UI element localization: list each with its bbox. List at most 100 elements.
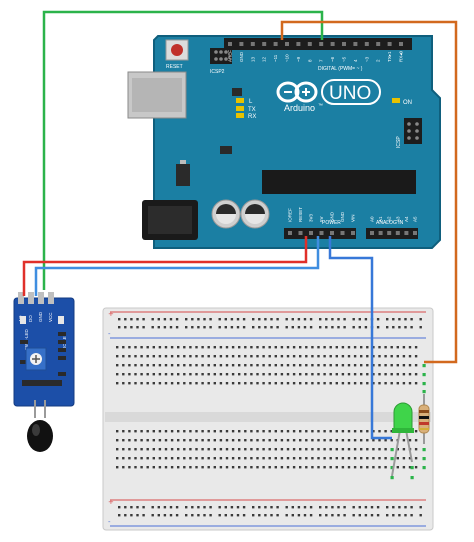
breadboard-hole	[347, 382, 351, 385]
wires	[22, 10, 458, 440]
breadboard-hole	[347, 466, 351, 469]
breadboard-hole	[372, 346, 375, 349]
breadboard-hole	[376, 514, 380, 517]
breadboard-hole	[163, 514, 167, 517]
breadboard-hole	[286, 355, 290, 358]
breadboard-hole	[175, 326, 179, 329]
breadboard-hole	[292, 448, 296, 451]
breadboard-hole	[378, 457, 381, 460]
breadboard-hole	[128, 430, 131, 433]
breadboard-hole	[323, 430, 326, 433]
breadboard-hole	[364, 514, 368, 517]
breadboard-hole	[268, 439, 271, 442]
breadboard-hole	[195, 430, 198, 433]
breadboard-hole	[195, 457, 198, 460]
breadboard-hole	[207, 355, 210, 358]
breadboard-hole	[408, 457, 412, 460]
digital-pin-label: AREF	[228, 50, 233, 62]
breadboard-hole	[252, 506, 255, 509]
breadboard-hole	[402, 448, 406, 451]
breadboard-hole	[376, 326, 380, 329]
breadboard-hole	[146, 364, 149, 367]
breadboard-hole	[231, 439, 235, 442]
breadboard-hole	[329, 382, 332, 385]
breadboard-hole	[250, 430, 253, 433]
breadboard-hole	[372, 355, 375, 358]
breadboard-hole	[134, 364, 137, 367]
breadboard-hole	[268, 373, 271, 376]
breadboard-hole	[317, 466, 320, 469]
breadboard-hole	[305, 430, 308, 433]
breadboard-hole	[170, 430, 174, 433]
breadboard-hole	[236, 506, 240, 509]
digital-pin	[342, 42, 346, 46]
breadboard-hole	[408, 466, 412, 469]
breadboard-hole	[297, 326, 301, 329]
breadboard-hole	[224, 514, 227, 517]
icsp2-header	[210, 48, 232, 64]
breadboard-hole	[116, 373, 119, 376]
breadboard-hole	[224, 318, 227, 321]
breadboard-hole	[128, 448, 131, 451]
breadboard-hole	[347, 430, 351, 433]
breadboard-hole	[134, 457, 137, 460]
breadboard-hole	[231, 466, 235, 469]
breadboard-hole	[252, 318, 255, 321]
breadboard-hole	[396, 457, 399, 460]
breadboard-hole	[372, 373, 375, 376]
breadboard-hole	[309, 326, 313, 329]
breadboard-hole	[213, 439, 216, 442]
breadboard-hole	[157, 318, 160, 321]
reset-button-cap[interactable]	[171, 44, 183, 56]
breadboard-hole	[274, 355, 277, 358]
breadboard-hole	[317, 439, 320, 442]
breadboard-hole	[169, 506, 173, 509]
breadboard-hole	[329, 430, 332, 433]
breadboard-hole	[414, 430, 418, 433]
breadboard-hole	[152, 382, 155, 385]
analog-header	[366, 228, 418, 239]
breadboard-hole	[262, 364, 265, 367]
breadboard-hole	[347, 364, 351, 367]
breadboard-hole	[118, 506, 121, 509]
breadboard-hole-active	[422, 466, 426, 470]
breadboard-hole	[207, 466, 210, 469]
breadboard-hole	[396, 382, 399, 385]
breadboard-hole	[274, 466, 277, 469]
breadboard-hole	[130, 506, 133, 509]
digital-pin-label: ~9	[296, 56, 301, 62]
breadboard-hole	[209, 514, 212, 517]
breadboard-hole	[146, 430, 149, 433]
rail-mark: -	[108, 330, 111, 338]
breadboard-hole	[122, 457, 125, 460]
breadboard-hole	[183, 346, 186, 349]
breadboard-hole	[352, 506, 355, 509]
breadboard-hole	[128, 457, 131, 460]
breadboard-hole	[305, 439, 308, 442]
digital-pin-label: ~3	[364, 56, 369, 62]
breadboard-hole	[197, 506, 200, 509]
breadboard-hole	[183, 364, 186, 367]
breadboard-hole	[219, 439, 223, 442]
analog-pin-label: A0	[370, 216, 375, 222]
breadboard-hole	[195, 382, 198, 385]
breadboard-hole	[146, 466, 149, 469]
breadboard-hole	[392, 326, 395, 329]
breadboard-hole	[280, 364, 284, 367]
breadboard-hole	[183, 448, 186, 451]
breadboard-hole	[419, 326, 422, 329]
breadboard-hole	[134, 346, 137, 349]
breadboard-hole	[372, 439, 375, 442]
breadboard-hole	[396, 364, 399, 367]
breadboard-hole	[384, 457, 387, 460]
breadboard-hole	[378, 466, 381, 469]
breadboard-hole	[231, 430, 235, 433]
breadboard-hole	[337, 318, 340, 321]
breadboard-hole	[164, 373, 168, 376]
breadboard-hole	[292, 382, 296, 385]
breadboard-hole	[152, 346, 155, 349]
breadboard-hole	[213, 346, 216, 349]
breadboard-hole	[262, 466, 265, 469]
breadboard-hole	[398, 318, 401, 321]
breadboard-hole	[218, 514, 221, 517]
